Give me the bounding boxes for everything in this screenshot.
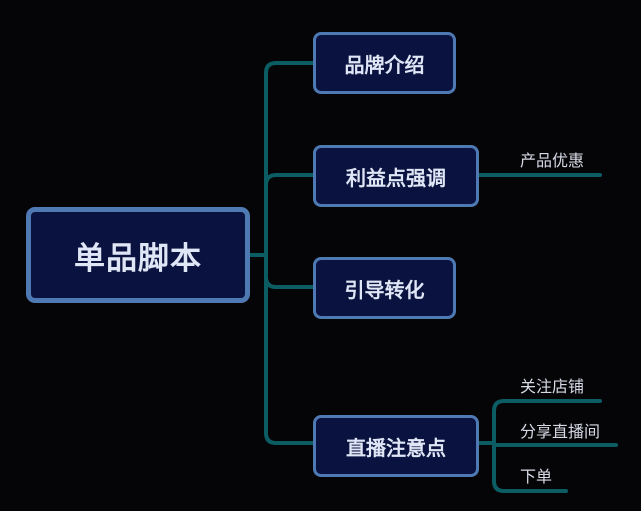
branch-node-label: 利益点强调 — [346, 165, 446, 190]
branch-node-label: 引导转化 — [344, 277, 425, 302]
branch-node-label: 直播注意点 — [346, 435, 446, 460]
root-node-label: 单品脚本 — [74, 240, 202, 277]
branch-node-brand-intro[interactable]: 品牌介绍 — [313, 32, 456, 94]
branch-node-conversion[interactable]: 引导转化 — [313, 257, 456, 319]
spine-connector — [264, 61, 278, 445]
root-node[interactable]: 单品脚本 — [26, 207, 250, 303]
branch-connector-3 — [264, 275, 316, 289]
branch-node-label: 品牌介绍 — [344, 52, 425, 77]
branch-node-live-notes[interactable]: 直播注意点 — [313, 415, 479, 477]
leaf-node-place-order[interactable]: 下单 — [520, 467, 553, 486]
branch-node-benefit[interactable]: 利益点强调 — [313, 145, 479, 207]
leaf-node-share-live-room[interactable]: 分享直播间 — [520, 422, 601, 441]
leaf-node-follow-store[interactable]: 关注店铺 — [520, 377, 585, 396]
leaf-node-product-discount[interactable]: 产品优惠 — [520, 151, 585, 170]
branch-connector-2 — [264, 173, 316, 187]
